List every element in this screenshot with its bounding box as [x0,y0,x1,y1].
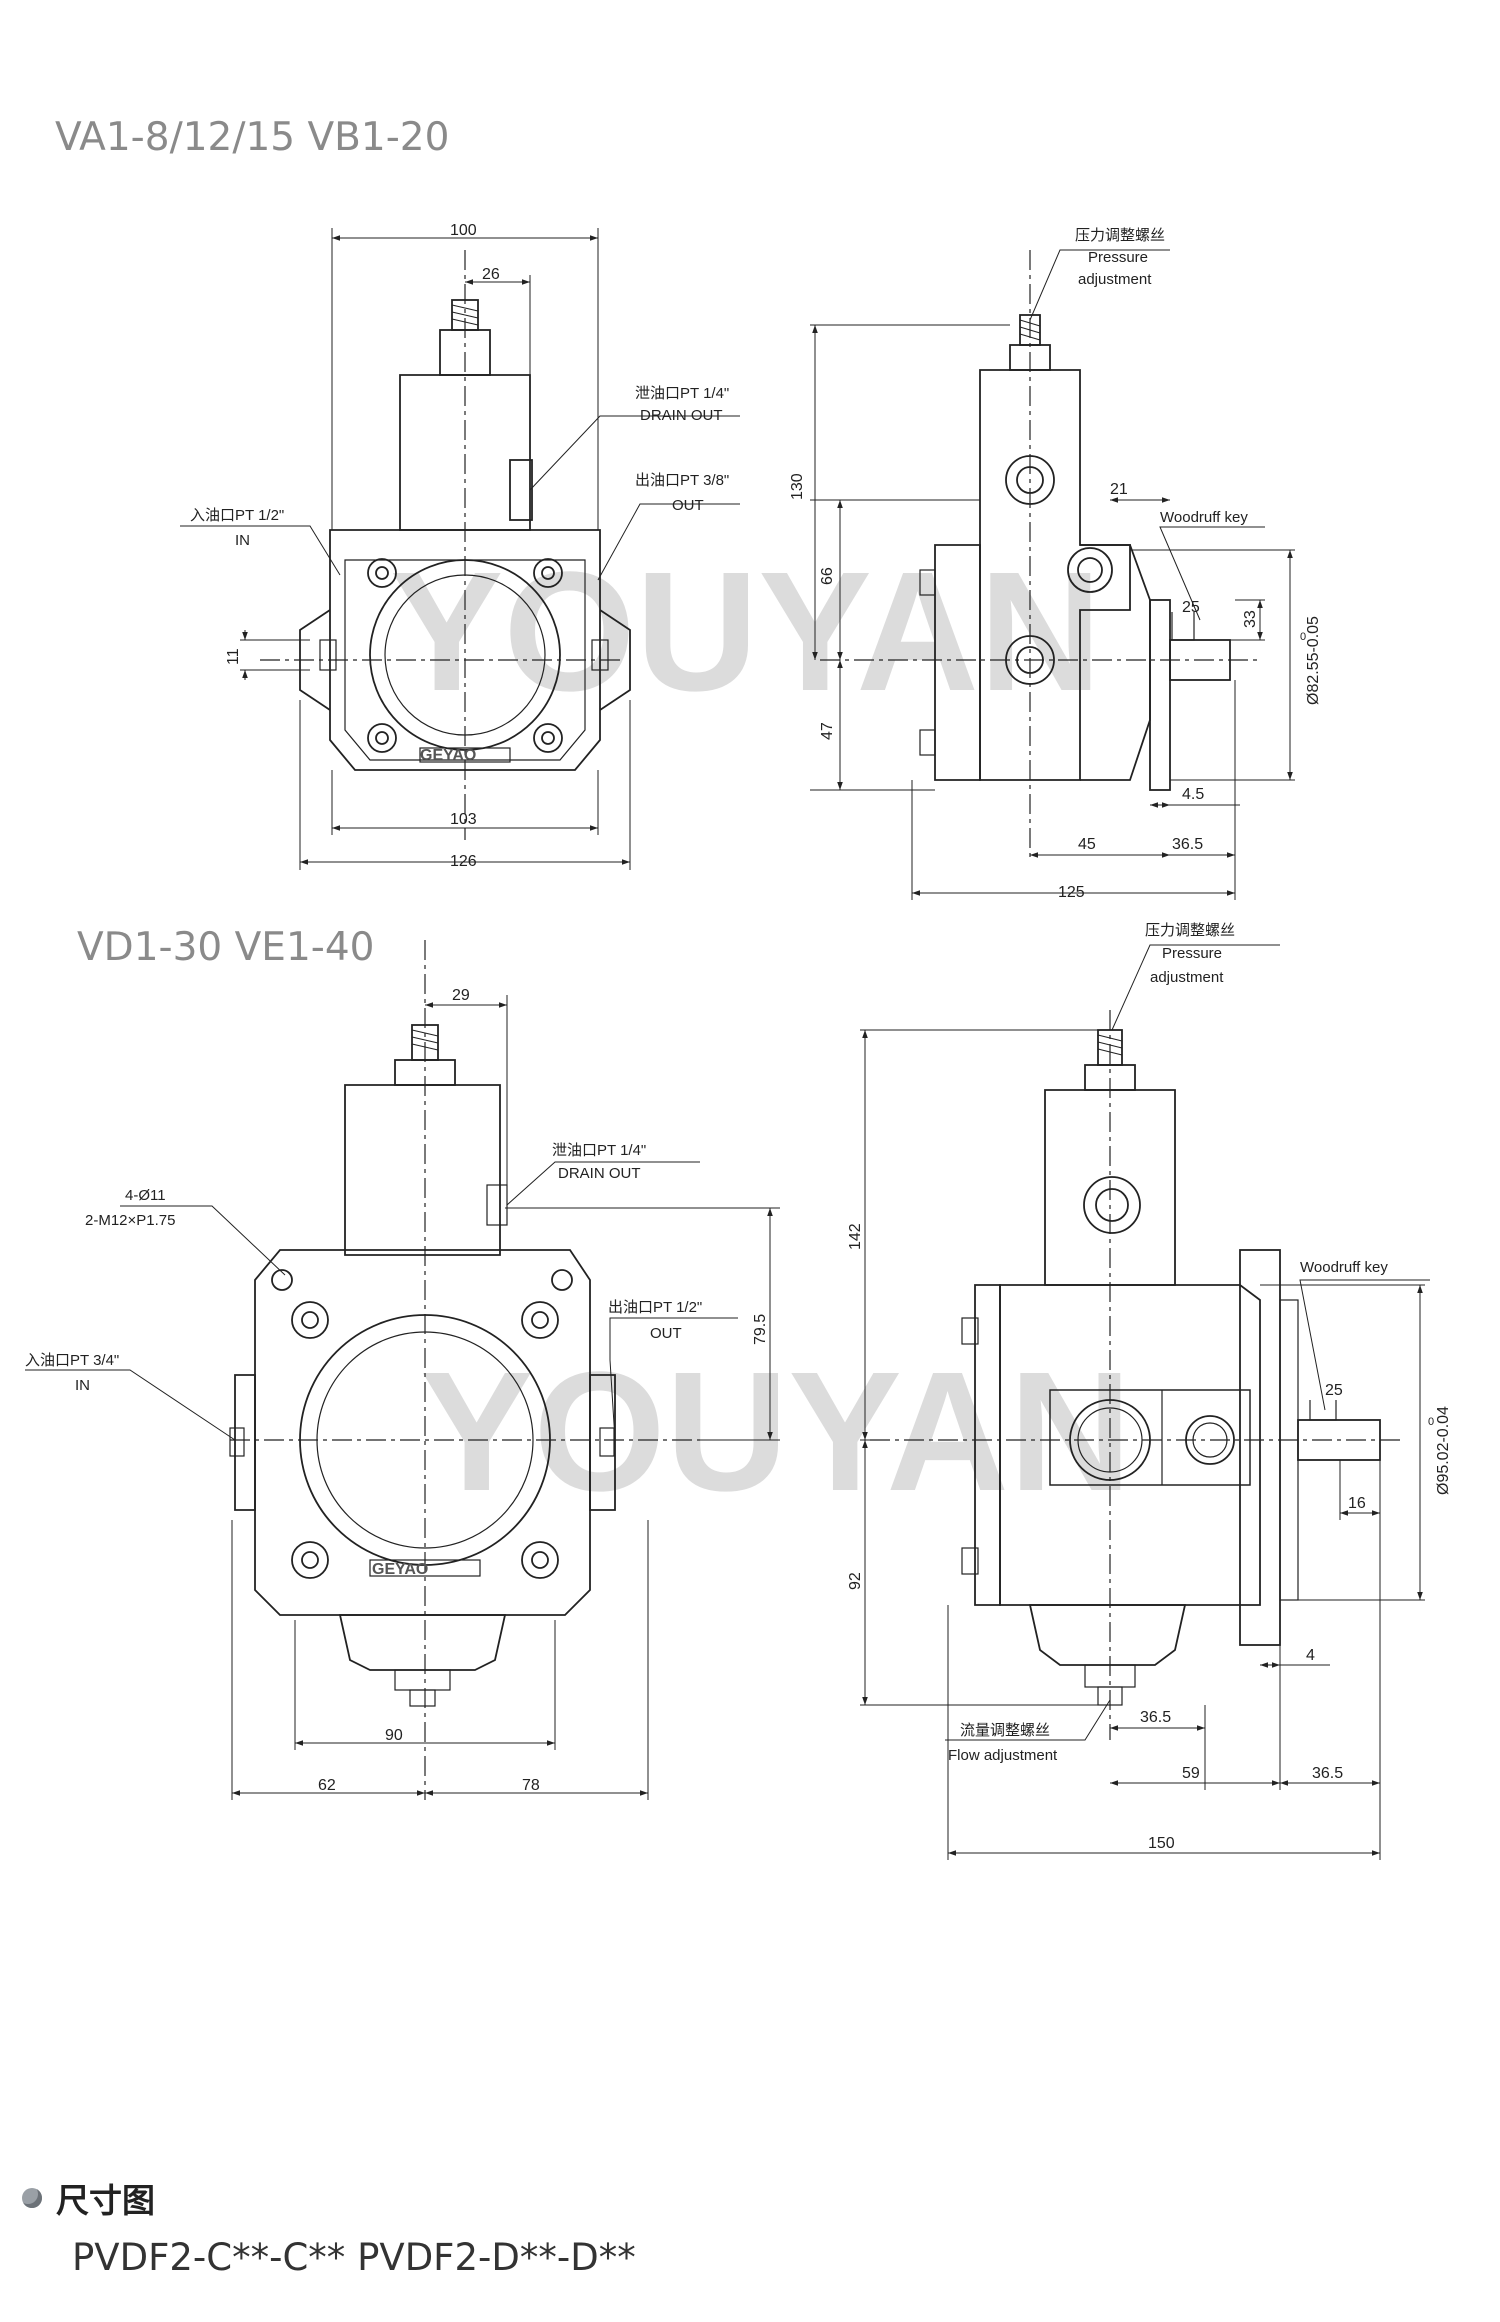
dim-25-top: 25 [1182,599,1200,616]
inlet-label-cn: 入油口PT 1/2" [190,507,284,524]
dim-66: 66 [819,567,836,585]
section-title: 尺寸图 [56,2181,155,2220]
outlet-label-cn-bottom: 出油口PT 1/2" [608,1299,702,1316]
section-header: 尺寸图 [22,2174,155,2222]
woodruff-label-top: Woodruff key [1160,509,1248,526]
model-title-bottom: VD1-30 VE1-40 [77,925,375,970]
watermark-top: YOUYAN [390,537,1102,727]
dim-150: 150 [1148,1835,1175,1852]
bolt-hole-label: 4-Ø11 [125,1187,166,1204]
bottom-front-view [25,940,780,1800]
pressure-label-cn-bottom: 压力调整螺丝 [1145,922,1235,939]
dim-d82: Ø82.55-0.05 [1305,616,1322,705]
dim-45: 45 [1078,836,1096,853]
dim-126: 126 [450,853,477,870]
dim-125: 125 [1058,884,1085,901]
dim-36-5-a: 36.5 [1140,1709,1171,1726]
dim-d95-tolerance: 0 [1428,1416,1434,1428]
woodruff-label-bottom: Woodruff key [1300,1259,1388,1276]
pressure-label-en2-top: adjustment [1078,271,1152,288]
top-side-view [810,249,1295,900]
dim-92: 92 [847,1572,864,1590]
watermark-bottom: YOUYAN [420,1337,1132,1527]
bolt-thread-label: 2-M12×P1.75 [85,1212,175,1229]
dim-11: 11 [225,648,242,665]
dim-4: 4 [1306,1647,1315,1664]
dim-79-5: 79.5 [752,1314,769,1345]
dim-25-bottom: 25 [1325,1382,1343,1399]
inlet-label-cn-bottom: 入油口PT 3/4" [25,1352,119,1369]
top-front-view [180,228,740,870]
dim-21: 21 [1110,481,1128,498]
inlet-label-en-bottom: IN [75,1377,90,1394]
bullet-icon [22,2188,42,2208]
drain-label-en-bottom: DRAIN OUT [558,1165,641,1182]
pressure-label-en1-bottom: Pressure [1162,945,1222,962]
dim-d82-tolerance: 0 [1300,631,1306,643]
dim-29: 29 [452,987,470,1004]
dim-36-5-b: 36.5 [1312,1765,1343,1782]
model-title-top: VA1-8/12/15 VB1-20 [55,115,450,160]
outlet-label-en: OUT [672,497,704,514]
dim-78: 78 [522,1777,540,1794]
dim-36-5-top: 36.5 [1172,836,1203,853]
dim-142: 142 [847,1223,864,1250]
pressure-label-cn-top: 压力调整螺丝 [1075,227,1165,244]
dim-d95: Ø95.02-0.04 [1435,1406,1452,1495]
pressure-label-en2-bottom: adjustment [1150,969,1224,986]
outlet-label-cn: 出油口PT 3/8" [635,472,729,489]
dim-130: 130 [789,473,806,500]
nameplate-bottom: GEYAO [372,1561,428,1578]
flow-label-en: Flow adjustment [948,1747,1058,1764]
pressure-label-en1-top: Pressure [1088,249,1148,266]
dim-90: 90 [385,1727,403,1744]
drain-label-cn-bottom: 泄油口PT 1/4" [552,1142,646,1159]
inlet-label-en: IN [235,532,250,549]
outlet-label-en-bottom: OUT [650,1325,682,1342]
dim-26: 26 [482,266,500,283]
dim-33: 33 [1242,610,1259,628]
dim-62: 62 [318,1777,336,1794]
section-subtitle: PVDF2-C**-C** PVDF2-D**-D** [72,2236,636,2279]
dim-47: 47 [819,722,836,740]
bottom-side-view [860,944,1430,1860]
dim-4-5: 4.5 [1182,786,1204,803]
flow-label-cn: 流量调整螺丝 [960,1722,1050,1739]
dim-59: 59 [1182,1765,1200,1782]
nameplate-top: GEYAO [420,747,476,764]
dim-16: 16 [1348,1495,1366,1512]
dim-100: 100 [450,222,477,239]
drain-label-en: DRAIN OUT [640,407,723,424]
dim-103: 103 [450,811,477,828]
drain-label-cn: 泄油口PT 1/4" [635,385,729,402]
